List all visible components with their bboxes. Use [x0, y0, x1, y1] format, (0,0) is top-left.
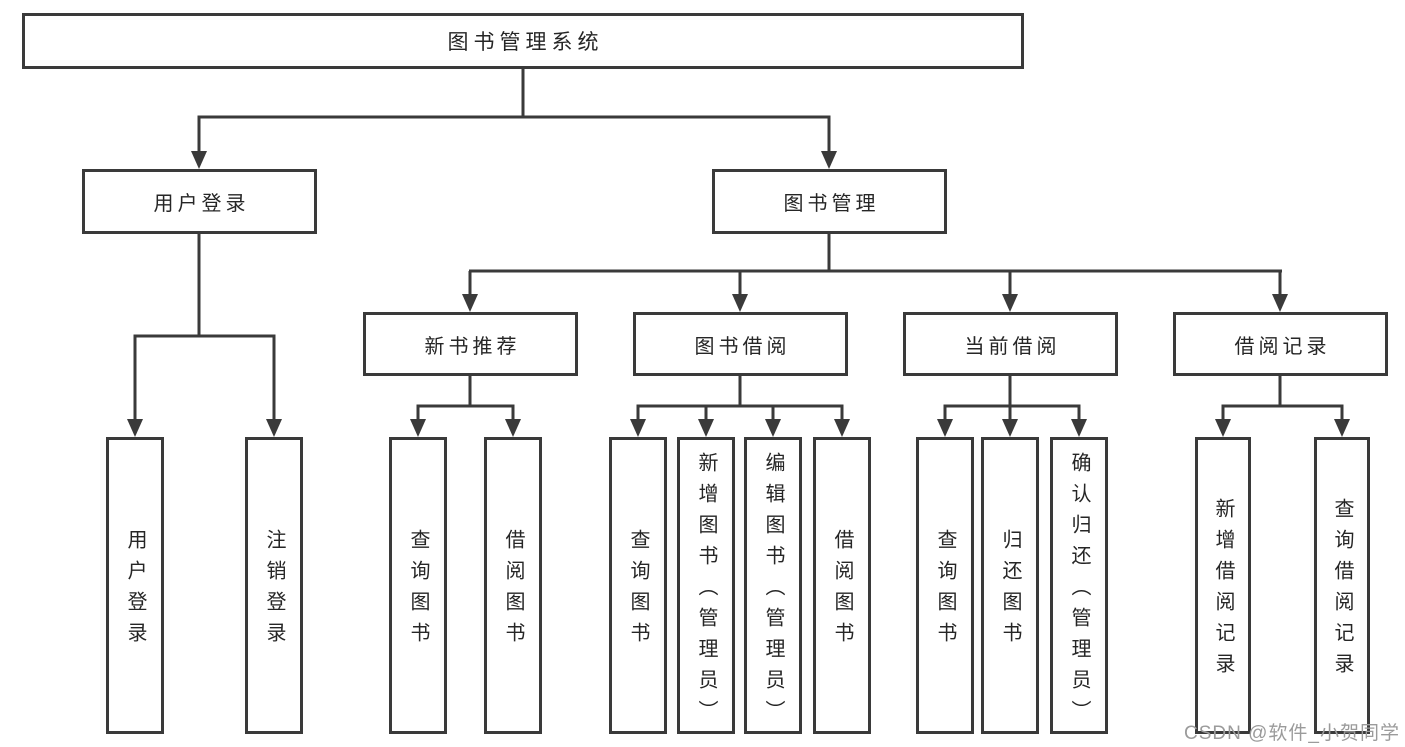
- node-new-book-recommend: 新书推荐: [363, 312, 578, 376]
- connector-book-borrow: [630, 376, 850, 437]
- csdn-watermark: CSDN @软件_小贺同学: [1184, 723, 1400, 744]
- connector-current-borrow: [937, 376, 1087, 437]
- node-label: 图书借阅: [694, 335, 791, 358]
- node-leaf-add-book-admin: 新增图书（管理员）: [677, 437, 735, 734]
- node-label: 编辑图书（管理员）: [762, 451, 784, 731]
- node-label: 查询图书: [934, 529, 956, 653]
- node-label: 图书管理: [783, 193, 880, 215]
- connector-new-book-recommend: [410, 376, 521, 437]
- node-leaf-query-books-1: 查询图书: [389, 437, 447, 734]
- node-book-management: 图书管理: [712, 169, 947, 234]
- node-leaf-add-borrow-record: 新增借阅记录: [1195, 437, 1251, 734]
- node-user-login: 用户登录: [82, 169, 317, 234]
- node-leaf-return-book: 归还图书: [981, 437, 1039, 734]
- node-library-management-system: 图书管理系统: [22, 13, 1024, 69]
- node-label: 注销登录: [263, 529, 285, 653]
- node-leaf-borrow-books-2: 借阅图书: [813, 437, 871, 734]
- node-label: 用户登录: [124, 529, 146, 653]
- node-label: 当前借阅: [964, 335, 1061, 358]
- node-leaf-borrow-books-1: 借阅图书: [484, 437, 542, 734]
- node-label: 借阅记录: [1234, 335, 1331, 358]
- connector-book-management: [462, 234, 1288, 312]
- node-label: 新增图书（管理员）: [695, 451, 717, 731]
- node-label: 图书管理系统: [447, 31, 604, 54]
- node-label: 查询图书: [627, 529, 649, 653]
- node-label: 归还图书: [999, 529, 1021, 653]
- node-leaf-logout: 注销登录: [245, 437, 303, 734]
- node-current-borrow: 当前借阅: [903, 312, 1118, 376]
- node-leaf-query-books-2: 查询图书: [609, 437, 667, 734]
- node-leaf-user-login: 用户登录: [106, 437, 164, 734]
- connector-root: [191, 69, 837, 169]
- node-label: 查询图书: [407, 529, 429, 653]
- node-leaf-edit-book-admin: 编辑图书（管理员）: [744, 437, 802, 734]
- node-borrow-records: 借阅记录: [1173, 312, 1388, 376]
- connector-user-login: [127, 234, 282, 437]
- node-label: 用户登录: [153, 193, 250, 215]
- node-label: 查询借阅记录: [1331, 498, 1353, 684]
- node-label: 借阅图书: [502, 529, 524, 653]
- node-book-borrow: 图书借阅: [633, 312, 848, 376]
- node-label: 新增借阅记录: [1212, 498, 1234, 684]
- node-leaf-confirm-return-admin: 确认归还（管理员）: [1050, 437, 1108, 734]
- node-leaf-query-borrow-record: 查询借阅记录: [1314, 437, 1370, 734]
- node-label: 新书推荐: [424, 335, 521, 358]
- node-label: 借阅图书: [831, 529, 853, 653]
- connector-borrow-records: [1215, 376, 1350, 437]
- node-leaf-query-books-3: 查询图书: [916, 437, 974, 734]
- node-label: 确认归还（管理员）: [1068, 451, 1090, 731]
